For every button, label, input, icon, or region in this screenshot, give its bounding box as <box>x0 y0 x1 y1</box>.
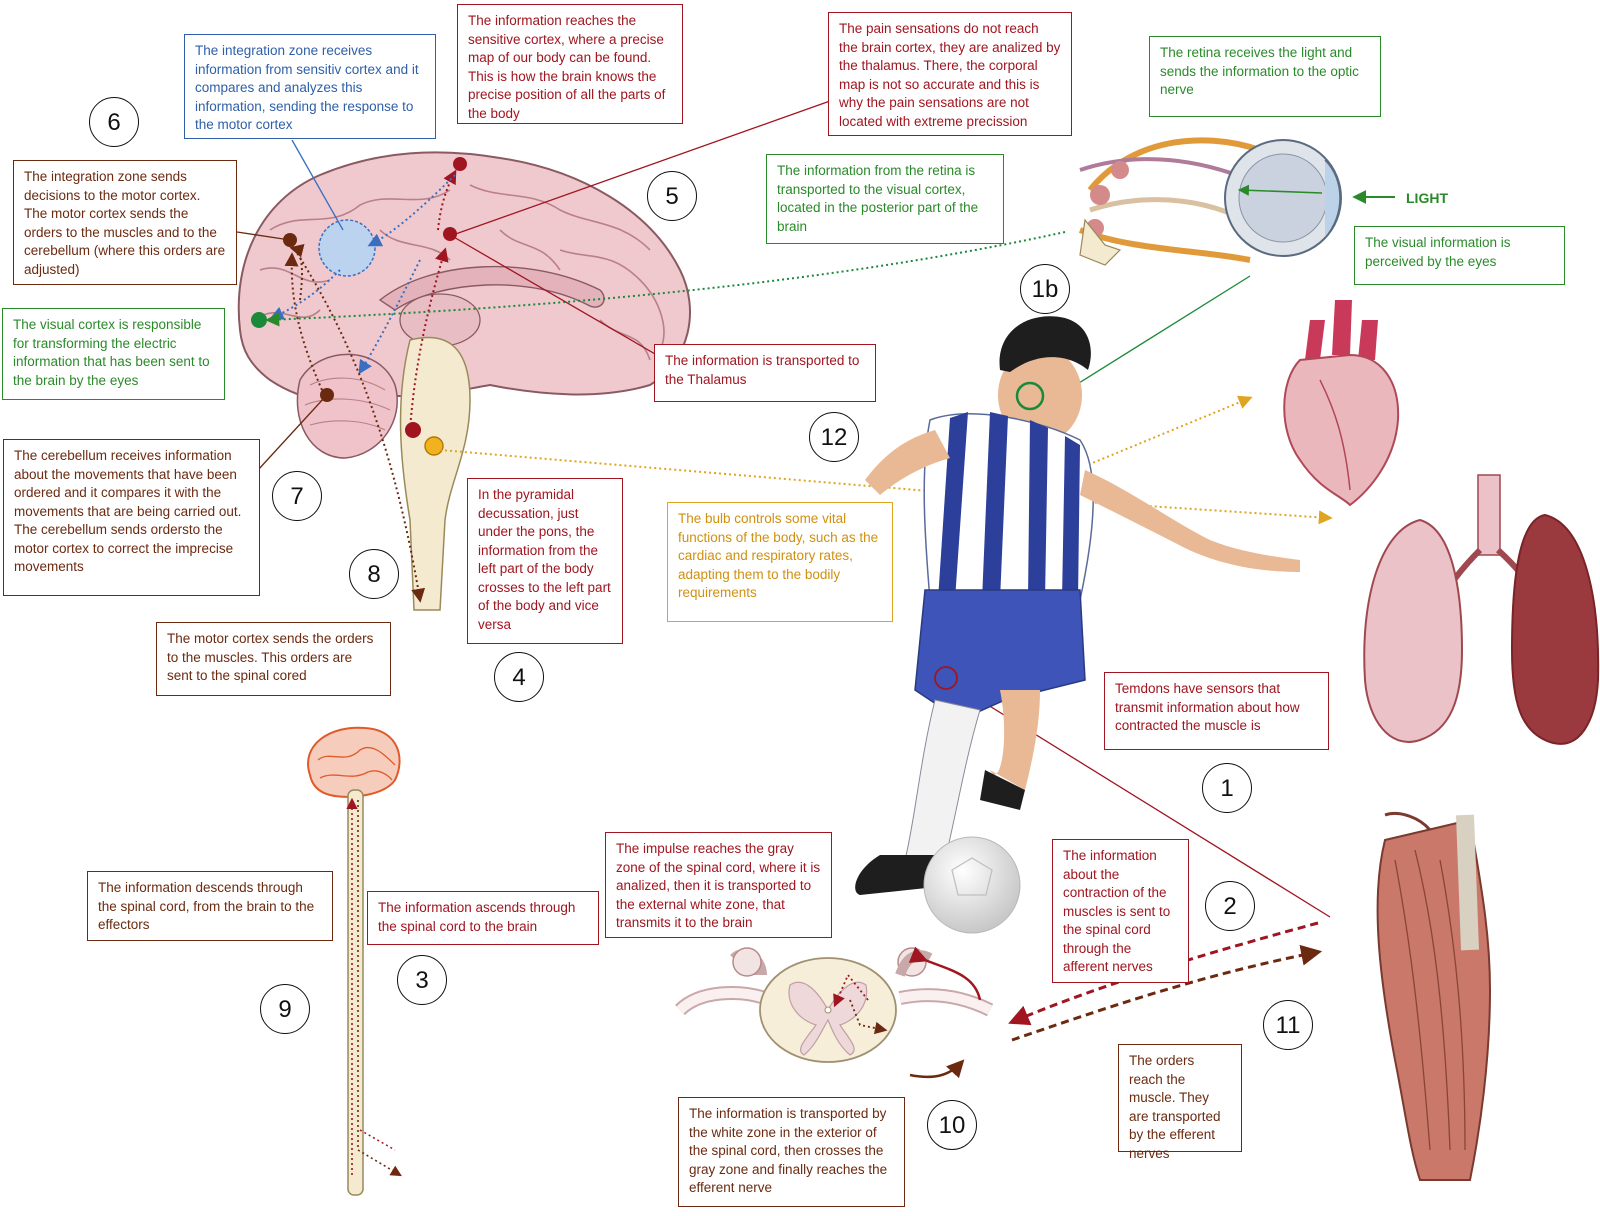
callout-pain-thalamus: The pain sensations do not reach the bra… <box>828 12 1072 136</box>
step-1b: 1b <box>1020 264 1070 314</box>
step-6: 6 <box>89 97 139 147</box>
callout-integration-motor: The integration zone sends decisions to … <box>13 160 237 285</box>
spinal-cord-illustration <box>307 726 402 1196</box>
light-label: LIGHT <box>1406 190 1448 206</box>
spinal-cross-section <box>675 946 994 1079</box>
callout-integration-blue: The integration zone receives informatio… <box>184 34 436 139</box>
callout-retina-visual: The information from the retina is trans… <box>766 154 1004 244</box>
callout-cerebellum: The cerebellum receives information abou… <box>3 439 260 596</box>
step-11: 11 <box>1263 1000 1313 1050</box>
callout-descends: The information descends through the spi… <box>87 871 333 941</box>
lungs-illustration <box>1363 474 1600 745</box>
step-2: 2 <box>1205 881 1255 931</box>
callout-motor-spinal: The motor cortex sends the orders to the… <box>156 622 391 696</box>
step-7: 7 <box>272 471 322 521</box>
step-5: 5 <box>647 171 697 221</box>
step-4: 4 <box>494 652 544 702</box>
callout-sensitive-cortex: The information reaches the sensitive co… <box>457 4 683 124</box>
soccer-player-illustration <box>855 316 1300 934</box>
heart-illustration <box>1283 300 1400 507</box>
step-1: 1 <box>1202 763 1252 813</box>
callout-pyramidal: In the pyramidal decussation, just under… <box>467 478 623 644</box>
callout-visual-eyes: The visual information is perceived by t… <box>1354 226 1565 285</box>
callout-ascends: The information ascends through the spin… <box>367 891 599 945</box>
brain-illustration <box>237 151 691 611</box>
step-10: 10 <box>927 1100 977 1150</box>
callout-bulb: The bulb controls some vital functions o… <box>667 502 893 622</box>
step-3: 3 <box>397 955 447 1005</box>
leg-muscle-illustration <box>1376 812 1492 1181</box>
callout-thalamus: The information is transported to the Th… <box>654 344 876 402</box>
callout-afferent: The information about the contraction of… <box>1052 839 1189 983</box>
callout-white-zone: The information is transported by the wh… <box>678 1097 905 1207</box>
callout-visual-cortex: The visual cortex is responsible for tra… <box>2 308 225 400</box>
callout-gray-zone: The impulse reaches the gray zone of the… <box>605 832 832 938</box>
step-8: 8 <box>349 549 399 599</box>
eye-illustration <box>1078 137 1342 266</box>
callout-retina: The retina receives the light and sends … <box>1149 36 1381 117</box>
step-9: 9 <box>260 984 310 1034</box>
callout-orders-reach: The orders reach the muscle. They are tr… <box>1118 1044 1242 1161</box>
callout-tendons: Temdons have sensors that transmit infor… <box>1104 672 1329 750</box>
step-12: 12 <box>809 412 859 462</box>
